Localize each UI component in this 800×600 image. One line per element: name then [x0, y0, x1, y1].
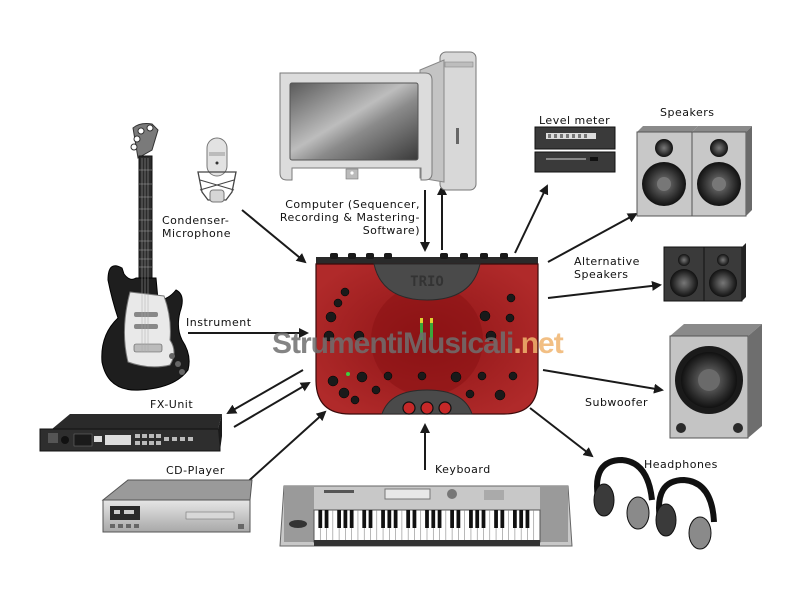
black-key: [475, 510, 480, 528]
black-key: [494, 510, 498, 528]
interface-brand-label: TRIO: [410, 274, 444, 290]
black-key: [406, 510, 411, 528]
level-meter-icon: [534, 126, 616, 173]
audio-interface-device: TRIO: [315, 253, 539, 415]
arrow-interface-to-headphones: [529, 407, 594, 458]
arrow-interface-to-level-meter: [514, 184, 549, 254]
watermark-text-main: StrumentiMusicali: [272, 327, 514, 360]
black-key: [450, 510, 454, 528]
label-subwoofer: Subwoofer: [585, 396, 649, 409]
watermark-text-suffix: .net: [513, 327, 563, 360]
black-key: [393, 510, 398, 528]
black-key: [318, 510, 323, 528]
keyboard-icon: [279, 485, 573, 547]
label-computer-line3: Software): [362, 224, 420, 237]
black-key: [456, 510, 461, 528]
label-microphone-line2: Microphone: [162, 227, 232, 240]
arrow-interface-to-fx-unit: [226, 369, 304, 414]
label-level-meter: Level meter: [539, 114, 611, 127]
speaker-left: [636, 126, 698, 217]
black-key: [381, 510, 385, 528]
label-computer: Computer (Sequencer, Recording & Masteri…: [268, 198, 420, 237]
label-cd-player: CD-Player: [166, 464, 225, 477]
black-key: [362, 510, 367, 528]
watermark: StrumentiMusicali.net: [272, 327, 564, 361]
headphone-2: [655, 476, 717, 550]
speakers-icon: [636, 126, 752, 217]
connection-arrows: [188, 184, 664, 487]
black-key: [513, 510, 517, 528]
black-key: [481, 510, 486, 528]
cd-player-icon: [101, 479, 253, 533]
black-key: [387, 510, 392, 528]
arrow-interface-to-speakers: [547, 213, 638, 263]
condenser-microphone-icon: [197, 137, 237, 203]
black-key: [431, 510, 436, 528]
alternative-speakers-icon: [663, 243, 746, 302]
black-key: [349, 510, 354, 528]
label-alt-speakers-line1: Alternative: [574, 255, 640, 268]
label-instrument: Instrument: [186, 316, 252, 329]
label-fx-unit: FX-Unit: [150, 398, 194, 411]
electric-guitar-icon: [101, 123, 190, 391]
black-key: [519, 510, 524, 528]
black-key: [425, 510, 429, 528]
label-headphones: Headphones: [644, 458, 718, 471]
arrow-cd-player-to-interface: [242, 410, 327, 487]
black-key: [343, 510, 348, 528]
black-key: [324, 510, 329, 528]
speaker-right: [691, 126, 752, 217]
label-computer-line2: Recording & Mastering-: [279, 211, 420, 224]
label-computer-line1: Computer (Sequencer,: [285, 198, 420, 211]
fx-unit-icon: [39, 414, 222, 452]
computer-icon: [279, 51, 477, 191]
headphones-icon: [593, 456, 717, 550]
arrow-fx-unit-to-interface: [233, 381, 311, 428]
label-speakers: Speakers: [660, 106, 715, 119]
headphone-1: [593, 456, 655, 530]
black-key: [337, 510, 341, 528]
black-key: [412, 510, 417, 528]
black-key: [525, 510, 530, 528]
label-microphone-line1: Condenser-: [162, 214, 230, 227]
arrow-interface-to-subwoofer: [542, 369, 664, 394]
black-key: [500, 510, 505, 528]
subwoofer-icon: [669, 324, 762, 439]
black-key: [437, 510, 442, 528]
label-alternative-speakers: Alternative Speakers: [574, 255, 640, 281]
label-keyboard: Keyboard: [435, 463, 491, 476]
arrow-interface-to-alt-speakers: [547, 280, 662, 299]
black-key: [469, 510, 473, 528]
arrow-microphone-to-interface: [241, 209, 307, 264]
label-alt-speakers-line2: Speakers: [574, 268, 629, 281]
black-key: [368, 510, 373, 528]
label-microphone: Condenser- Microphone: [162, 214, 231, 240]
